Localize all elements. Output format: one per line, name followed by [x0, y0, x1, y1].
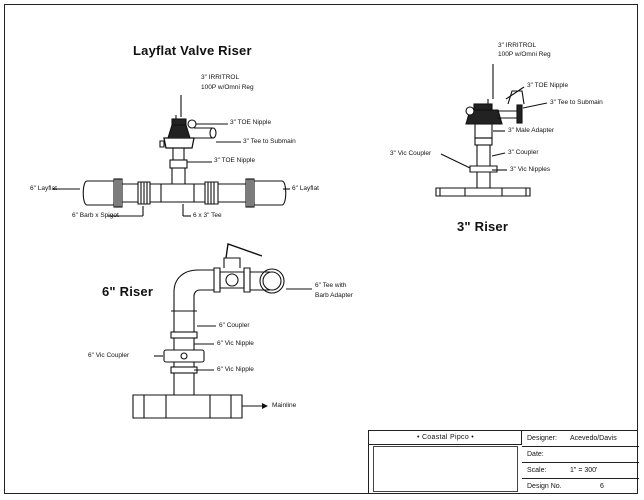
design-no-value: 6: [600, 483, 604, 490]
six-vic-nipple-bottom-label: 6" Vic Nipple: [217, 366, 254, 373]
three-toe-nipple-label: 3" TOE Nipple: [527, 82, 569, 89]
six-inch-riser-title: 6" Riser: [102, 284, 154, 299]
layflat-irritrol-model-label: 100P w/Omni Reg: [201, 84, 254, 91]
barb-spigot-left: [137, 181, 151, 205]
tee-6x3-body: [150, 183, 205, 203]
six-inch-tee-barb-adapter: [259, 268, 285, 294]
layflat-toe-nipple-bottom-label: 3" TOE Nipple: [214, 157, 256, 164]
six-vic-coupler-label: 6" Vic Coupler: [88, 352, 130, 359]
layflat-riser-title: Layflat Valve Riser: [133, 43, 252, 58]
six-inch-vic-coupler: [163, 349, 205, 363]
company-name: • Coastal Pipco •: [416, 434, 475, 441]
layflat-left-label: 6" Layflat: [30, 185, 57, 192]
layflat-toe-nipple-top-label: 3" TOE Nipple: [230, 119, 272, 126]
designer-row: Designer: Acevedo/Davis: [522, 431, 639, 447]
six-inch-elbow: [173, 269, 214, 311]
toe-nipple-lower: [171, 168, 186, 184]
six-inch-coupler: [173, 311, 195, 332]
three-inch-riser-assembly: [435, 64, 548, 197]
scale-row: Scale: 1" = 300': [522, 463, 639, 479]
three-tee-submain-label: 3" Tee to Submain: [550, 99, 603, 106]
three-inch-mainline-pipe: [440, 187, 526, 197]
irritrol-valve-body: [163, 137, 195, 149]
six-coupler-label: 6" Coupler: [219, 322, 250, 329]
tee-6x3-label: 6 x 3" Tee: [193, 212, 222, 219]
three-vic-coupler-label: 3" Vic Coupler: [390, 150, 432, 157]
six-inch-riser-assembly: [132, 243, 312, 419]
layflat-left-hose: [82, 180, 118, 206]
three-inch-riser-title: 3" Riser: [457, 219, 509, 234]
design-no-row: Design No. 6: [522, 479, 639, 495]
designer-value: Acevedo/Davis: [570, 435, 617, 442]
three-vic-nipples-label: 3" Vic Nipples: [510, 166, 551, 173]
layflat-riser-assembly: [53, 95, 290, 217]
scale-label: Scale:: [527, 467, 547, 474]
three-inch-vic-coupler: [469, 165, 498, 173]
three-inch-male-adapter: [474, 123, 493, 139]
date-label: Date:: [527, 451, 544, 458]
three-male-adapter-label: 3" Male Adapter: [508, 127, 555, 134]
three-inch-tee-submain: [497, 110, 517, 119]
six-mainline-label: Mainline: [272, 402, 297, 409]
nipple-fitting: [169, 159, 188, 169]
six-tee-barb-label-2: Barb Adapter: [315, 292, 353, 299]
date-row: Date:: [522, 447, 639, 463]
designer-label: Designer:: [527, 435, 557, 442]
sheet-border: [4, 4, 638, 494]
title-block: • Coastal Pipco • Designer: Acevedo/Davi…: [368, 430, 639, 495]
layflat-irritrol-label: 3" IRRITROL: [201, 74, 240, 81]
design-no-label: Design No.: [527, 483, 562, 490]
tee-to-submain: [194, 127, 213, 139]
scale-value: 1" = 300': [570, 467, 598, 474]
layflat-right-label: 6" Layflat: [292, 185, 319, 192]
six-inch-mainline-pipe: [144, 394, 231, 419]
three-irritrol-label: 3" IRRITROL: [498, 42, 537, 49]
three-irritrol-model-label: 100P w/Omni Reg: [498, 51, 551, 58]
six-tee-barb-label: 6" Tee with: [315, 282, 347, 289]
layflat-right-hose: [254, 180, 287, 206]
barb-spigot-label: 6" Barb x Spigot: [72, 212, 119, 219]
three-coupler-label: 3" Coupler: [508, 149, 539, 156]
company-frame: [373, 446, 518, 492]
three-inch-coupler: [476, 145, 491, 166]
company-cell: • Coastal Pipco •: [369, 431, 522, 445]
six-vic-nipple-top-label: 6" Vic Nipple: [217, 340, 254, 347]
layflat-tee-submain-label: 3" Tee to Submain: [243, 138, 296, 145]
